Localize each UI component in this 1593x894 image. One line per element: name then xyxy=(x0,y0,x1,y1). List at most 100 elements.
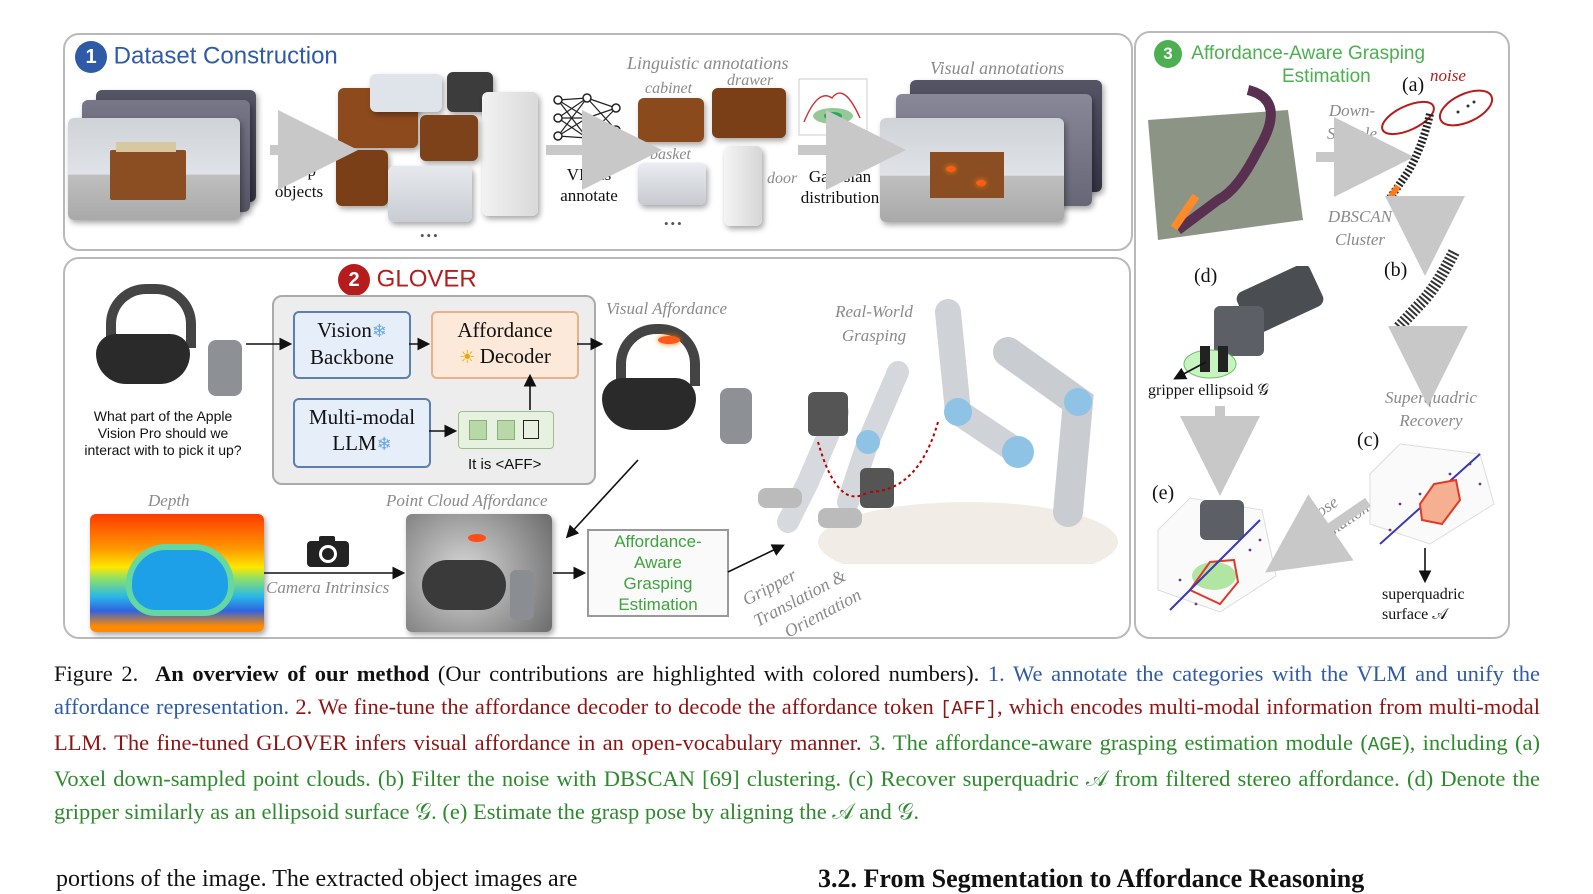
age-line3: Grasping xyxy=(623,574,693,593)
snowflake-icon: ❄ xyxy=(371,321,387,341)
ellipsis-dots-2: ••• xyxy=(664,216,684,231)
battery-pack xyxy=(208,340,242,396)
affordance-decoder-text2: Decoder xyxy=(479,344,551,368)
point-cloud-label: Point Cloud Affordance xyxy=(386,491,548,510)
caption-green1: 3. The affordance-aware grasping estimat… xyxy=(869,730,1368,755)
multimodal-llm-box: Multi-modal LLM❄ xyxy=(293,398,431,468)
affordance-dot-1 xyxy=(946,166,956,172)
superquadric-surface-label: superquadric surface 𝒜 xyxy=(1382,585,1465,625)
vision-pro-headset xyxy=(96,284,246,404)
va-visor xyxy=(602,378,696,430)
sq-recovery-line2: Recovery xyxy=(1399,411,1463,430)
camera-icon xyxy=(307,536,349,567)
vlm-label-line2: annotate xyxy=(560,186,618,205)
caption-green2: ), including (a) Voxel down-sampled poin… xyxy=(54,730,1540,824)
vision-backbone-text1: Vision xyxy=(317,318,372,342)
depth-label: Depth xyxy=(148,491,190,510)
point-cloud-image xyxy=(406,514,552,632)
depth-headset-shape xyxy=(126,544,234,616)
vision-backbone-box: Vision❄ Backbone xyxy=(293,311,411,379)
robot-arms-illustration xyxy=(758,299,1118,564)
llm-text2: LLM xyxy=(332,431,377,455)
dbscan-line1: DBSCAN xyxy=(1327,207,1393,226)
panel1-heading: 1 Dataset Construction xyxy=(75,41,338,73)
age-line1: Affordance- xyxy=(614,532,702,551)
vision-backbone-line1: Vision❄ xyxy=(295,317,409,344)
caption-plain: (Our contributions are highlighted with … xyxy=(429,661,988,686)
visual-affordance-headset xyxy=(602,324,752,448)
label-e: (e) xyxy=(1152,482,1175,504)
real-world-line2: Grasping xyxy=(841,326,907,345)
sun-icon: ☀ xyxy=(459,347,480,367)
body-text-left: portions of the image. The extracted obj… xyxy=(56,866,578,892)
question-text: What part of the Apple Vision Pro should… xyxy=(70,408,256,459)
pc-battery xyxy=(510,570,534,620)
dbscan-line2: Cluster xyxy=(1334,230,1386,249)
panel1-number: 1 xyxy=(75,41,107,73)
affordance-dot-2 xyxy=(976,180,986,186)
panel3-title-line2: Estimation xyxy=(1282,66,1371,87)
dbscan-label: DBSCAN Cluster xyxy=(1322,205,1398,251)
visual-dresser xyxy=(930,152,1004,198)
visual-photo-front xyxy=(880,118,1064,222)
panel1-title: Dataset Construction xyxy=(113,42,338,70)
crop-basket xyxy=(388,166,472,222)
panel3-number: 3 xyxy=(1154,40,1182,68)
door-label: door xyxy=(767,170,798,187)
llm-line1: Multi-modal xyxy=(308,405,416,429)
racket-point-cloud xyxy=(1148,85,1303,240)
linguistic-annotations-label: Linguistic annotations xyxy=(627,53,789,73)
caption-red-mono: [AFF] xyxy=(940,698,998,720)
va-battery xyxy=(720,388,752,444)
panel3-heading: 3 Affordance-Aware Grasping xyxy=(1154,40,1425,68)
token-box xyxy=(458,411,554,449)
question-line1: What part of the Apple xyxy=(93,408,233,424)
cabinet-label: cabinet xyxy=(645,80,693,97)
depth-map xyxy=(90,514,264,632)
label-d: (d) xyxy=(1194,265,1218,287)
dresser-top-items xyxy=(116,142,176,152)
visual-affordance-label: Visual Affordance xyxy=(606,299,728,318)
ellipsis-dots-1: ••• xyxy=(420,228,440,243)
dresser xyxy=(110,150,186,200)
crop-door xyxy=(482,92,538,216)
affordance-decoder-box: Affordance ☀ Decoder xyxy=(431,311,579,379)
camera-intrinsics-label: Camera Intrinsics xyxy=(266,578,390,597)
age-line4: Estimation xyxy=(618,595,698,614)
sq-surface-line1: superquadric xyxy=(1382,586,1465,603)
sq-surface-line2: surface 𝒜 xyxy=(1382,606,1448,623)
affordance-decoder-line2: ☀ Decoder xyxy=(433,343,577,370)
crop-drawer xyxy=(420,115,478,161)
va-highlight xyxy=(658,336,680,344)
caption-bold: An overview of our method xyxy=(154,661,430,686)
gaussian-label-line2: distribution xyxy=(800,188,880,207)
vision-backbone-line2: Backbone xyxy=(310,345,394,369)
pc-visor xyxy=(422,560,506,610)
panel2-title: GLOVER xyxy=(376,265,477,293)
panel2-heading: 2 GLOVER xyxy=(338,264,477,296)
headset-visor xyxy=(96,334,190,384)
snowflake-icon: ❄ xyxy=(376,434,392,454)
affordance-decoder-line1: Affordance xyxy=(457,318,553,342)
age-box: Affordance- Aware Grasping Estimation xyxy=(587,529,729,617)
question-line2: Vision Pro should we xyxy=(97,425,229,441)
pose-plot-e xyxy=(1157,497,1277,613)
visual-annotations-label: Visual annotations xyxy=(930,58,1065,78)
panel2-number: 2 xyxy=(338,264,370,296)
label-c: (c) xyxy=(1357,429,1380,451)
it-is-aff-label: It is <AFF> xyxy=(468,456,542,473)
caption-red1: 2. We fine-tune the affordance decoder t… xyxy=(295,694,941,719)
room-photo-front xyxy=(68,118,240,220)
pc-highlight xyxy=(468,534,486,542)
aff-token xyxy=(523,420,539,439)
anno-drawer xyxy=(712,88,786,138)
down-sample-line1: Down- xyxy=(1328,101,1376,120)
drawer-label: drawer xyxy=(727,72,774,89)
label-a: (a) xyxy=(1402,74,1425,96)
figure-caption: Figure 2. An overview of our method (Our… xyxy=(54,657,1540,828)
real-world-line1: Real-World xyxy=(835,302,913,321)
superquadric-plot-c xyxy=(1369,443,1495,545)
headset-strap xyxy=(106,284,196,348)
